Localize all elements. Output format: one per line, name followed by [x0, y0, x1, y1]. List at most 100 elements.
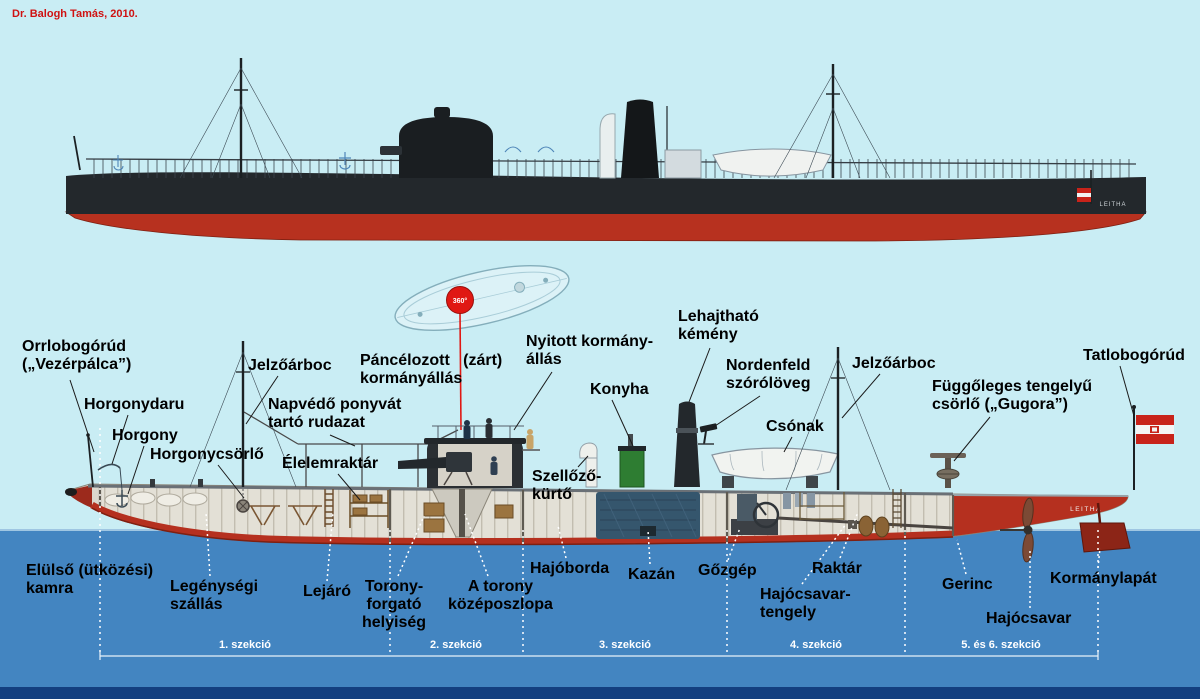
label-legenysegi: Legénységi szállás	[170, 578, 259, 614]
crew-figure	[463, 420, 471, 439]
jackstaff-profile	[73, 135, 81, 171]
section-divider-lines	[99, 428, 1099, 656]
crew-figure	[526, 429, 534, 449]
mainmast-profile	[773, 64, 891, 179]
crew-figure	[490, 456, 498, 475]
foremast	[189, 341, 297, 488]
label-csonak: Csónak	[766, 418, 824, 435]
funnel-profile	[621, 99, 659, 178]
label-toronyforgato: Torony- forgató helyiség	[362, 578, 427, 632]
armored-wheelhouse	[398, 425, 540, 488]
section-baseline	[99, 652, 1099, 660]
ship-name-profile: LEITHA	[1099, 202, 1126, 208]
label-hajocsavar: Hajócsavar	[986, 610, 1072, 627]
section-label-1: 1. szekció	[219, 639, 271, 651]
label-raktar: Raktár	[812, 560, 862, 577]
label-pancelozott: Páncélozott (zárt) kormányállás	[360, 352, 503, 388]
label-jelzoarboc-elso: Jelzőárboc	[248, 357, 332, 374]
bottom-plating	[90, 501, 954, 545]
turret-axis-line	[459, 311, 462, 431]
label-hajocsavar-tengely: Hajócsavar- tengely	[760, 586, 851, 622]
ram-bow	[65, 488, 77, 496]
turret-plan-marker	[446, 286, 474, 314]
hull-black-profile	[66, 172, 1146, 214]
steam-engine	[731, 494, 780, 535]
galley-stove	[618, 434, 646, 488]
anchor	[116, 490, 128, 508]
stern-flag-profile	[1077, 170, 1092, 204]
open-bridge-rail	[432, 425, 524, 438]
label-szellozokurto: Szellőző- kürtő	[532, 468, 602, 504]
label-elulso-kamra: Elülső (ütközési) kamra	[26, 562, 154, 598]
deck-details-profile	[113, 146, 555, 171]
label-horgony: Horgony	[112, 427, 178, 444]
turret-central-column	[459, 489, 465, 537]
label-hajoborda: Hajóborda	[530, 560, 610, 577]
label-tatlobogorud: Tatlobogórúd	[1083, 347, 1185, 364]
provisions-store	[349, 490, 389, 528]
label-lehajthato-kemeny: Lehajtható kémény	[678, 308, 759, 344]
crew-quarters	[104, 491, 322, 526]
mainmast	[785, 347, 891, 491]
label-orrlobogorud: Orrlobogórúd („Vezérpálca”)	[22, 338, 132, 374]
hold-stores	[783, 489, 902, 538]
water	[0, 529, 1200, 699]
label-kozeposzlopa: A torony középoszlopa	[448, 578, 553, 614]
deckhouse-profile	[664, 149, 702, 179]
foremast-profile	[179, 58, 303, 179]
ventilator-cowl	[579, 442, 598, 488]
label-elelemraktar: Élelemraktár	[282, 455, 379, 472]
label-horgonycsorlo: Horgonycsörlő	[150, 446, 264, 463]
label-gozgep: Gőzgép	[698, 562, 757, 579]
deck-line	[87, 484, 954, 496]
gun-turret-profile	[380, 107, 493, 178]
bulkheads	[98, 487, 955, 544]
boiler	[596, 492, 700, 539]
folding-funnel	[674, 401, 700, 487]
section-label-5-6: 5. és 6. szekció	[961, 639, 1041, 651]
leader-lines-white	[205, 511, 1101, 608]
companionway-ladder	[324, 489, 334, 527]
label-jelzoarboc-hatso: Jelzőárboc	[852, 355, 936, 372]
bow-jackstaff	[86, 433, 94, 488]
section-label-2: 2. szekció	[430, 639, 482, 651]
anchor-davit	[97, 463, 123, 491]
turret-gun	[398, 457, 446, 469]
section-label-4: 4. szekció	[790, 639, 842, 651]
label-kormanylapat: Kormánylapát	[1050, 570, 1157, 587]
leader-lines-black	[69, 347, 1135, 501]
crew-figure	[485, 418, 493, 438]
anchor-windlass	[236, 489, 250, 513]
deck-bitt	[150, 479, 155, 487]
turret-rotation-text: 360°	[453, 297, 468, 305]
section-label-3: 3. szekció	[599, 639, 651, 651]
profile-view: LEITHA	[64, 58, 1147, 242]
stern-hull-red	[953, 495, 1128, 536]
ventilator-profile	[599, 113, 616, 179]
label-napvedo: Napvédő ponyvát tartó rudazat	[268, 396, 402, 432]
boat-profile	[712, 148, 832, 177]
capstan	[930, 453, 966, 488]
keel-line	[91, 507, 954, 546]
plan-view: 360°	[394, 265, 570, 431]
rudder	[1079, 502, 1131, 553]
cutaway-view: LEITHA	[64, 341, 1174, 563]
ship-name-stern: LEITHA	[1070, 506, 1102, 513]
label-nyitott: Nyitott kormány- állás	[526, 333, 654, 369]
author-credit: Dr. Balogh Tamás, 2010.	[12, 8, 138, 20]
label-horgonydaru: Horgonydaru	[84, 396, 185, 413]
boat	[711, 447, 839, 488]
label-kazan: Kazán	[628, 566, 676, 583]
nordenfelt-gun	[698, 423, 718, 445]
hull-red-profile	[64, 211, 1147, 242]
label-nordenfeld: Nordenfeld szórólöveg	[726, 357, 811, 393]
label-gerinc: Gerinc	[942, 576, 993, 593]
turret-support	[423, 488, 514, 538]
label-konyha: Konyha	[590, 381, 649, 398]
stern-ensign	[1132, 405, 1174, 490]
deck-bitt	[198, 479, 203, 487]
label-gugora: Függőleges tengelyű csörlő („Gugora”)	[932, 378, 1093, 414]
label-lejaro: Lejáró	[303, 583, 352, 600]
